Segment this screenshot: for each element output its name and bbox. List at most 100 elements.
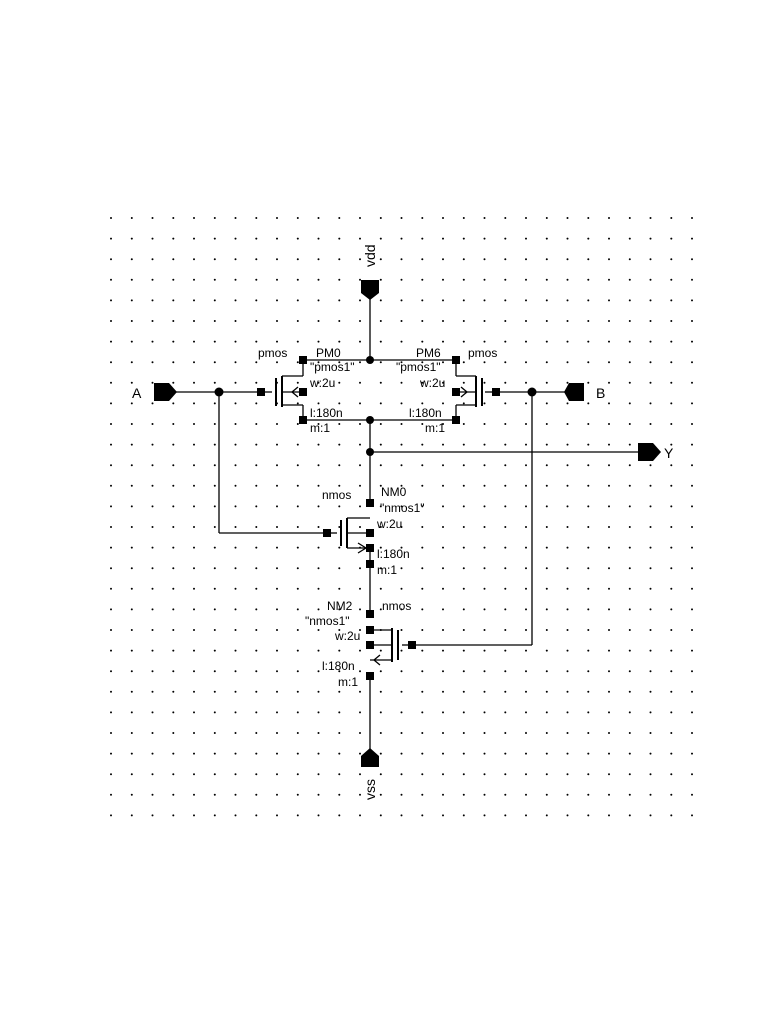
grid-dot [317,340,320,343]
grid-dot [566,505,569,508]
grid-dot [649,423,652,425]
grid-dot [130,773,133,776]
pin-b-shape[interactable] [564,383,584,401]
grid-dot [545,587,548,590]
grid-dot [608,443,610,446]
grid-dot [691,629,693,631]
grid-dot [649,278,652,281]
grid-dot [608,773,610,776]
grid-dot [255,587,258,590]
grid-dot [608,299,610,302]
grid-dot [566,423,569,425]
grid-dot [691,464,693,467]
grid-dot [151,340,154,343]
grid-dot [317,773,320,776]
grid-dot [504,423,507,425]
grid-dot [462,258,465,261]
grid-dot [566,381,569,384]
grid-dot [110,237,112,240]
grid-dot [504,320,507,322]
grid-dot [110,711,112,714]
grid-dot [504,608,507,611]
pin-y-shape[interactable] [638,443,661,461]
grid-dot [525,649,527,652]
grid-dot [545,361,548,364]
grid-dot [462,567,465,570]
grid-dot [628,278,631,281]
grid-dot [525,237,527,240]
grid-dot [317,320,320,322]
grid-dot [379,670,382,673]
grid-dot [421,278,424,281]
grid-dot [691,752,693,755]
grid-dot [442,402,444,405]
grid-dot [587,423,590,425]
grid-dot [400,237,403,240]
grid-dot [525,690,527,693]
grid-dot [649,814,652,817]
grid-dot [545,464,548,467]
grid-dot [359,690,361,693]
grid-dot [608,402,610,405]
grid-dot [649,711,652,714]
grid-dot [379,649,382,652]
grid-dot [462,814,465,817]
grid-dot [608,237,610,240]
grid-dot [296,608,299,611]
grid-dot [483,278,486,281]
grid-dot [255,381,258,384]
grid-dot [379,587,382,590]
grid-dot [587,402,590,405]
grid-dot [442,608,444,611]
grid-dot [296,752,299,755]
grid-dot [649,402,652,405]
grid-dot [462,670,465,673]
grid-dot [628,587,631,590]
nmos-nm0-symbol [327,517,370,554]
grid-dot [213,217,216,219]
grid-dot [130,505,133,508]
grid-dot [442,237,444,240]
grid-dot [379,484,382,487]
grid-dot [110,732,112,734]
grid-dot [691,587,693,590]
grid-dot [566,670,569,673]
grid-dot [670,505,673,508]
pin-a-shape[interactable] [154,383,177,401]
grid-dot [566,608,569,611]
grid-dot [317,732,320,734]
grid-dot [359,814,361,817]
grid-dot [296,402,299,405]
nm2-name: NM2 [327,599,353,613]
grid-dot [255,526,258,528]
grid-dot [400,732,403,734]
grid-dot [130,567,133,570]
grid-dot [442,299,444,302]
pin-vdd-shape[interactable] [361,280,379,300]
grid-dot [649,237,652,240]
grid-dot [359,464,361,467]
grid-dot [151,237,154,240]
grid-dot [359,587,361,590]
grid-dot [400,649,403,652]
grid-dot [359,526,361,528]
grid-dot [587,752,590,755]
grid-dot [234,299,237,302]
grid-dot [296,484,299,487]
grid-dot [566,340,569,343]
grid-dot [545,299,548,302]
grid-dot [255,711,258,714]
grid-dot [151,505,154,508]
grid-dot [400,546,403,549]
grid-dot [442,814,444,817]
grid-dot [483,258,486,261]
grid-dot [317,361,320,364]
grid-dot [359,608,361,611]
grid-dot [193,443,195,446]
grid-dot [525,320,527,322]
grid-dot [504,237,507,240]
pin-vss-shape[interactable] [361,748,379,767]
grid-dot [566,402,569,405]
grid-dot [317,608,320,611]
grid-dot [545,505,548,508]
